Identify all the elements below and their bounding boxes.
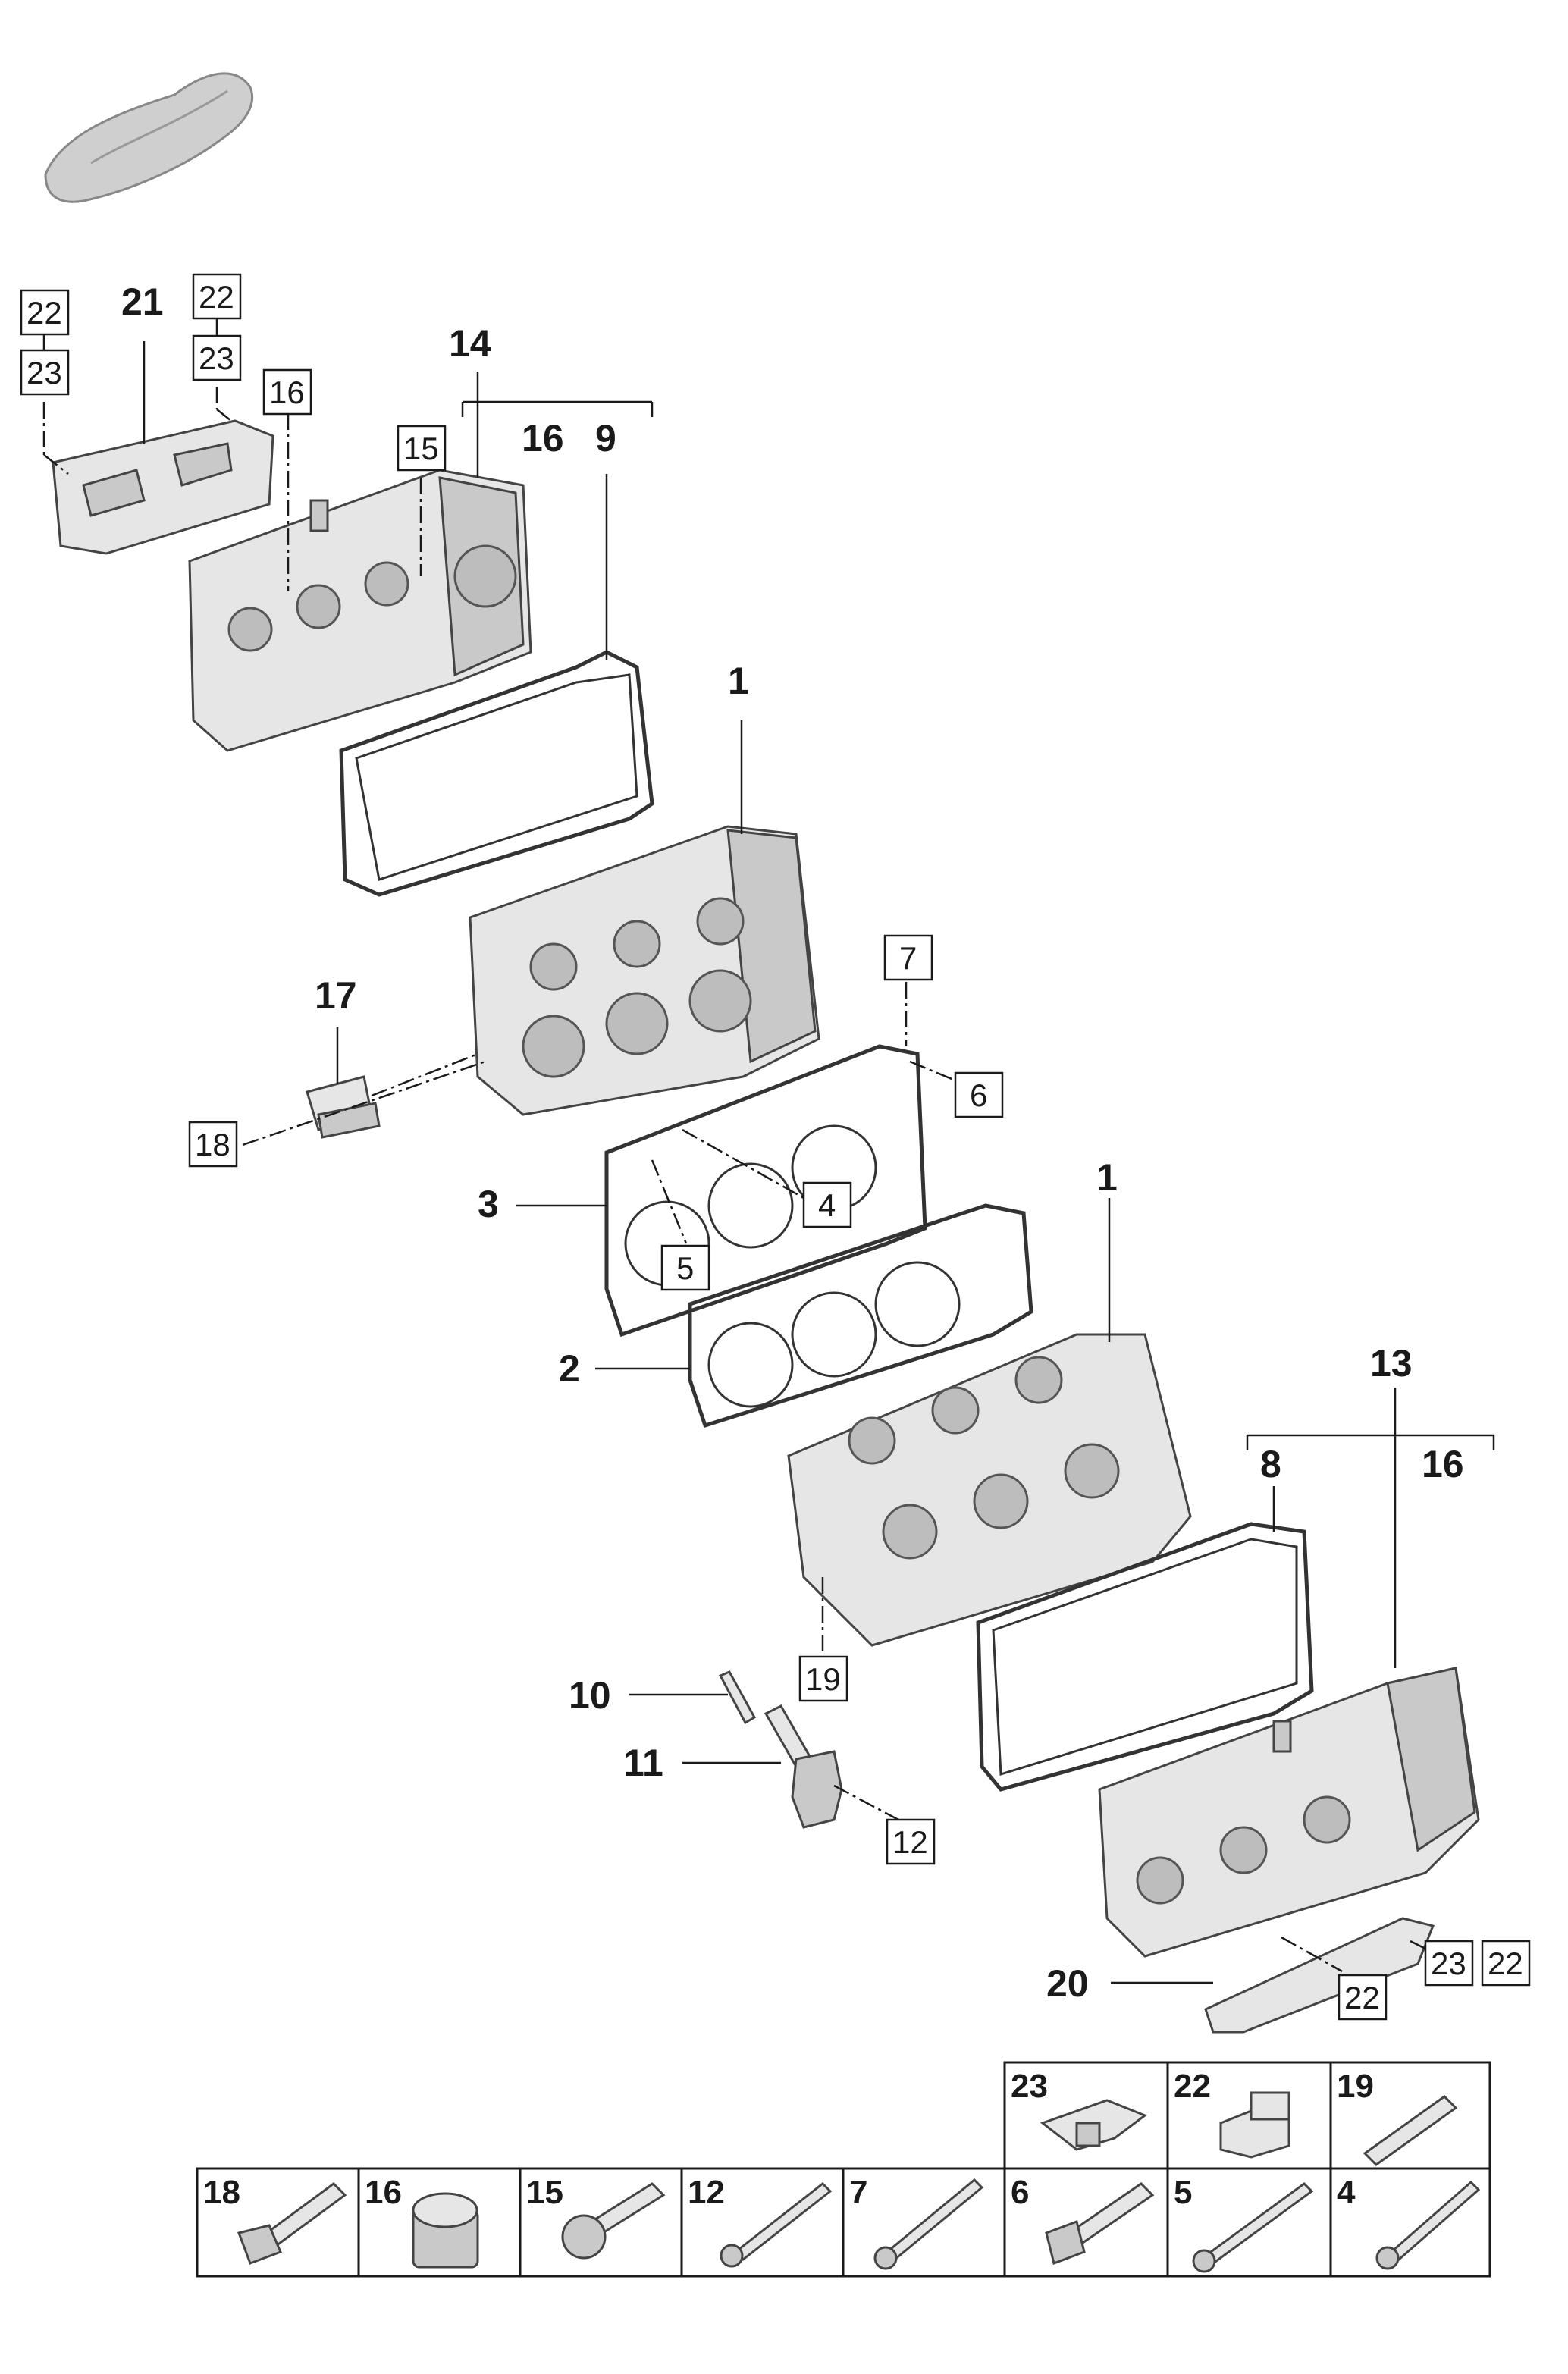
hardware-label-22: 22 [1174, 2068, 1211, 2105]
hardware-table: 23 22 19 18 16 15 12 7 6 5 4 [196, 2061, 1491, 2278]
boxed-callout-22-b: 22 [192, 273, 242, 320]
boxed-callout-12: 12 [886, 1818, 936, 1865]
callout-9: 9 [595, 417, 616, 459]
boxed-callout-22-c: 22 [1481, 1940, 1531, 1987]
svg-text:22: 22 [27, 295, 62, 331]
svg-text:19: 19 [805, 1661, 841, 1697]
boxed-callout-23-c: 23 [1424, 1940, 1474, 1987]
callout-16-lower: 16 [1422, 1443, 1464, 1485]
valve-cover-gasket-lower [976, 1522, 1314, 1792]
callout-13: 13 [1370, 1342, 1413, 1385]
boxed-callout-18: 18 [188, 1121, 238, 1168]
boxed-callout-22-a: 22 [20, 289, 70, 336]
svg-text:18: 18 [195, 1127, 230, 1162]
bolt-12-icon [720, 2182, 833, 2268]
cap-16-icon [412, 2192, 479, 2269]
svg-text:23: 23 [199, 340, 234, 376]
hardware-label-6: 6 [1011, 2174, 1029, 2211]
spark-plug [718, 1670, 757, 1725]
bolt-6-icon [1045, 2182, 1155, 2265]
cover-plate-upper [52, 419, 274, 555]
hardware-cell-4 [1329, 2167, 1491, 2278]
svg-text:23: 23 [27, 355, 62, 390]
boxed-callout-4: 4 [802, 1181, 852, 1228]
sensor-bracket [306, 1075, 381, 1139]
svg-text:23: 23 [1431, 1946, 1466, 1981]
boxed-callout-5: 5 [660, 1244, 710, 1291]
hardware-label-7: 7 [849, 2174, 867, 2211]
camshaft-housing-upper [188, 469, 532, 752]
cover-plate-lower [1204, 1917, 1435, 2034]
callout-10: 10 [569, 1674, 611, 1717]
camshaft-housing-lower [1098, 1667, 1480, 1958]
boxed-callout-23-a: 23 [20, 349, 70, 396]
hardware-label-18: 18 [203, 2174, 240, 2211]
svg-text:5: 5 [676, 1250, 694, 1286]
bolt-5-icon [1192, 2182, 1314, 2273]
leader-lines [143, 341, 1495, 1984]
hardware-label-5: 5 [1174, 2174, 1192, 2211]
svg-text:22: 22 [199, 279, 234, 315]
svg-text:6: 6 [970, 1077, 987, 1113]
boxed-callout-22-d: 22 [1338, 1974, 1388, 2021]
hardware-label-4: 4 [1337, 2174, 1356, 2211]
boxed-callout-23-b: 23 [192, 334, 242, 381]
svg-text:22: 22 [1344, 1980, 1380, 2015]
callout-16-upper: 16 [522, 417, 564, 459]
car-icon [44, 72, 254, 203]
callout-21: 21 [121, 281, 164, 323]
head-gasket-lower [688, 1203, 1033, 1428]
clip-icon [1040, 2099, 1148, 2151]
valve-cover-gasket-upper [339, 650, 654, 897]
svg-text:16: 16 [269, 375, 305, 410]
ignition-coil [764, 1704, 843, 1829]
callout-1-upper: 1 [728, 660, 749, 702]
boxed-callout-6: 6 [954, 1071, 1004, 1118]
bolt-7-icon [873, 2178, 984, 2270]
bolt-4-icon [1375, 2180, 1481, 2270]
callout-3: 3 [478, 1183, 499, 1225]
callout-11: 11 [623, 1742, 663, 1784]
boxed-callout-7: 7 [883, 934, 933, 981]
nut-icon [1219, 2091, 1290, 2159]
reference-lines [42, 387, 1426, 1973]
boxed-callout-19: 19 [798, 1655, 848, 1702]
callout-20: 20 [1046, 1962, 1089, 2005]
callout-8: 8 [1260, 1443, 1281, 1485]
bolt-18-icon [237, 2182, 347, 2265]
hardware-cell-12 [680, 2167, 845, 2278]
callout-1-lower: 1 [1096, 1156, 1118, 1199]
hardware-label-16: 16 [365, 2174, 402, 2211]
svg-text:22: 22 [1488, 1946, 1523, 1981]
cylinder-head-upper [469, 825, 820, 1116]
bolt-15-icon [561, 2182, 666, 2260]
cylinder-head-lower [787, 1333, 1192, 1647]
boxed-callout-15: 15 [397, 425, 447, 472]
svg-text:4: 4 [818, 1187, 836, 1223]
hardware-label-23: 23 [1011, 2068, 1048, 2105]
svg-text:15: 15 [403, 431, 439, 466]
hardware-label-15: 15 [526, 2174, 563, 2211]
callout-17: 17 [315, 974, 357, 1017]
callout-14: 14 [449, 322, 491, 365]
callout-2: 2 [559, 1347, 580, 1390]
svg-text:7: 7 [899, 940, 917, 976]
pin-icon [1363, 2095, 1458, 2166]
svg-text:12: 12 [892, 1824, 928, 1860]
hardware-label-12: 12 [688, 2174, 725, 2211]
boxed-callout-16: 16 [262, 368, 312, 416]
hardware-label-19: 19 [1337, 2068, 1374, 2105]
